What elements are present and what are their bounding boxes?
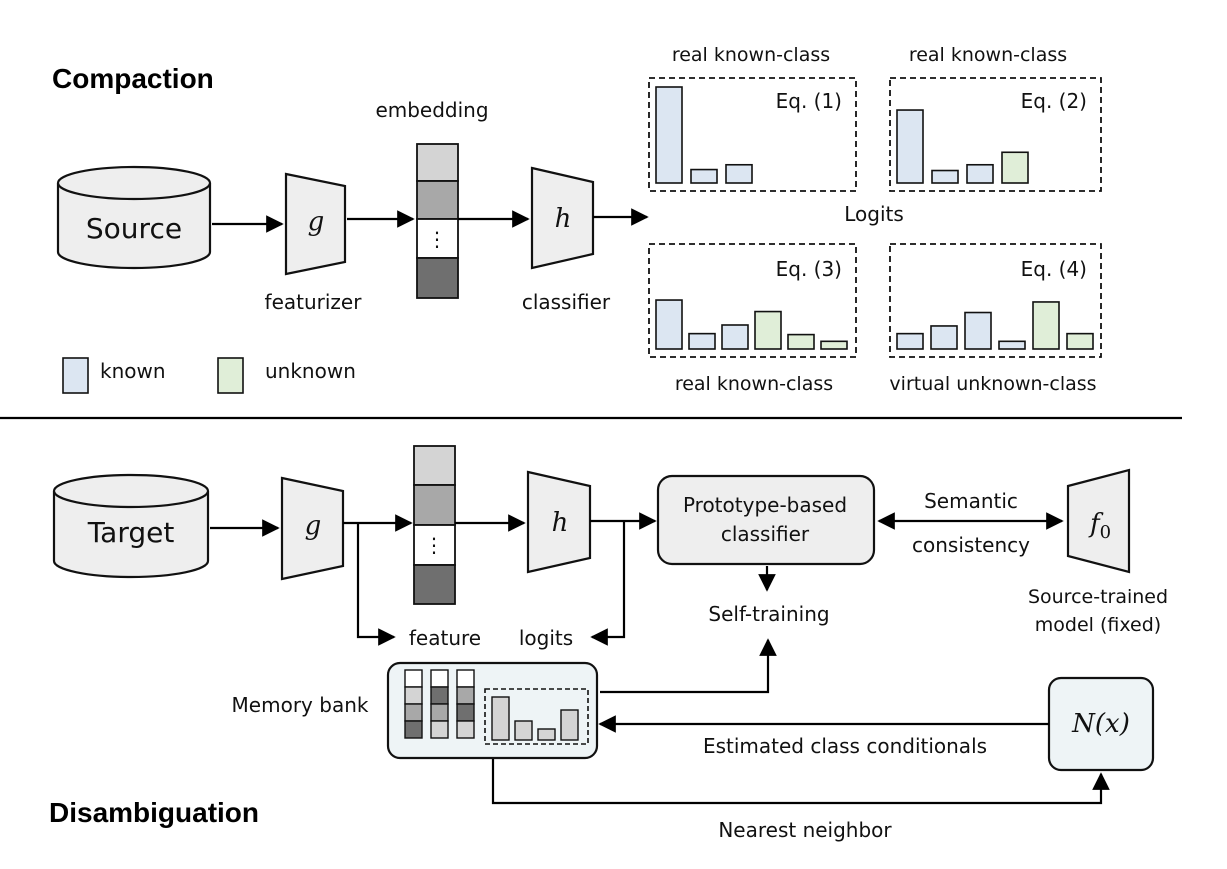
embedding-ellipsis-bottom: ⋮ xyxy=(424,533,444,557)
legend-unknown-label: unknown xyxy=(265,359,356,383)
memory-feature-columns xyxy=(404,669,475,739)
logit-bar-known xyxy=(655,299,683,350)
source-model-line2: model (fixed) xyxy=(1035,614,1161,636)
memory-bank-label: Memory bank xyxy=(232,693,369,717)
nx-label: N(x) xyxy=(1071,709,1130,739)
self-training-label: Self-training xyxy=(708,602,829,626)
disambiguation-title: Disambiguation xyxy=(49,797,259,828)
panel3-caption: real known-class xyxy=(675,373,833,395)
panel2-equation: Eq. (2) xyxy=(1021,89,1087,113)
source-model-line1: Source-trained xyxy=(1028,586,1168,608)
logit-bar-unknown xyxy=(820,340,848,350)
logit-panel-eq1: Eq. (1) xyxy=(648,77,857,192)
logit-bar-known xyxy=(896,109,924,184)
featurizer-bottom: g xyxy=(280,476,345,581)
prototype-classifier-box: Prototype-based classifier xyxy=(656,474,876,566)
logit-bar-known xyxy=(930,325,958,350)
arrow-g-to-feature xyxy=(356,523,396,646)
classifier-symbol: h xyxy=(555,204,572,234)
logit-panel-eq2: Eq. (2) xyxy=(889,77,1102,192)
classifier-label: classifier xyxy=(522,290,611,314)
logit-bar-known xyxy=(690,168,718,184)
source-label: Source xyxy=(86,212,182,245)
featurizer-symbol-bottom: g xyxy=(305,511,322,541)
embedding-ellipsis-top: ⋮ xyxy=(427,227,447,251)
logit-bar-known xyxy=(964,311,992,350)
featurizer-top: g xyxy=(284,172,347,276)
memory-bank-box xyxy=(386,661,599,760)
nearest-label: Nearest neighbor xyxy=(718,818,892,842)
legend-known-swatch xyxy=(62,357,89,394)
prototype-line2: classifier xyxy=(721,522,810,546)
arrow-memory-to-nx xyxy=(491,759,1110,805)
featurizer-symbol: g xyxy=(308,207,325,237)
logits-label-bottom: logits xyxy=(519,626,573,650)
source-trained-model: f0 xyxy=(1066,468,1131,574)
classifier-bottom: h xyxy=(526,470,592,574)
logit-bar-known xyxy=(896,332,924,350)
logit-bar-known xyxy=(966,163,994,184)
panel1-equation: Eq. (1) xyxy=(776,89,842,113)
panel3-equation: Eq. (3) xyxy=(776,257,842,281)
logit-bar-unknown xyxy=(1066,332,1094,350)
semantic-line2: consistency xyxy=(912,533,1030,557)
memory-logits-dashed xyxy=(484,688,589,745)
compaction-title: Compaction xyxy=(52,63,214,94)
nearest-neighbor-box: N(x) xyxy=(1047,676,1155,772)
estimated-label: Estimated class conditionals xyxy=(703,734,987,758)
memory-logit-bars xyxy=(491,696,579,741)
prototype-line1: Prototype-based xyxy=(683,493,847,517)
logit-bar-known xyxy=(721,324,749,350)
panel2-caption: real known-class xyxy=(909,44,1067,66)
feature-label: feature xyxy=(409,626,481,650)
embedding-label: embedding xyxy=(375,98,488,122)
target-label: Target xyxy=(87,516,175,549)
logit-bar-known xyxy=(998,340,1026,350)
featurizer-label: featurizer xyxy=(265,290,363,314)
logits-label: Logits xyxy=(844,202,904,226)
panel4-caption: virtual unknown-class xyxy=(889,373,1096,395)
logit-bar-known xyxy=(655,86,683,184)
panel1-caption: real known-class xyxy=(672,44,830,66)
panel4-equation: Eq. (4) xyxy=(1021,257,1087,281)
logit-bar-known xyxy=(931,169,959,184)
logit-bar-unknown xyxy=(1001,151,1029,184)
arrow-h-to-logits xyxy=(590,521,626,646)
logit-bar-unknown xyxy=(754,310,782,350)
legend-known-label: known xyxy=(100,359,166,383)
logit-bar-unknown xyxy=(1032,301,1060,350)
target-database-icon: Target xyxy=(52,473,210,579)
legend: known unknown xyxy=(62,357,356,394)
source-database-icon: Source xyxy=(56,165,212,270)
logit-bar-unknown xyxy=(787,333,815,350)
logit-panel-eq3: Eq. (3) xyxy=(648,243,857,358)
semantic-line1: Semantic xyxy=(924,489,1018,513)
legend-unknown-swatch xyxy=(217,357,244,394)
arrow-memory-to-selftraining xyxy=(600,638,777,694)
classifier-top: h xyxy=(530,166,595,270)
logit-bar-known xyxy=(725,163,753,184)
classifier-symbol-bottom: h xyxy=(552,508,569,538)
embedding-vector-bottom: ⋮ xyxy=(413,445,456,605)
logit-bar-known xyxy=(688,332,716,350)
embedding-vector-top: ⋮ xyxy=(416,143,459,299)
logit-panel-eq4: Eq. (4) xyxy=(889,243,1102,358)
